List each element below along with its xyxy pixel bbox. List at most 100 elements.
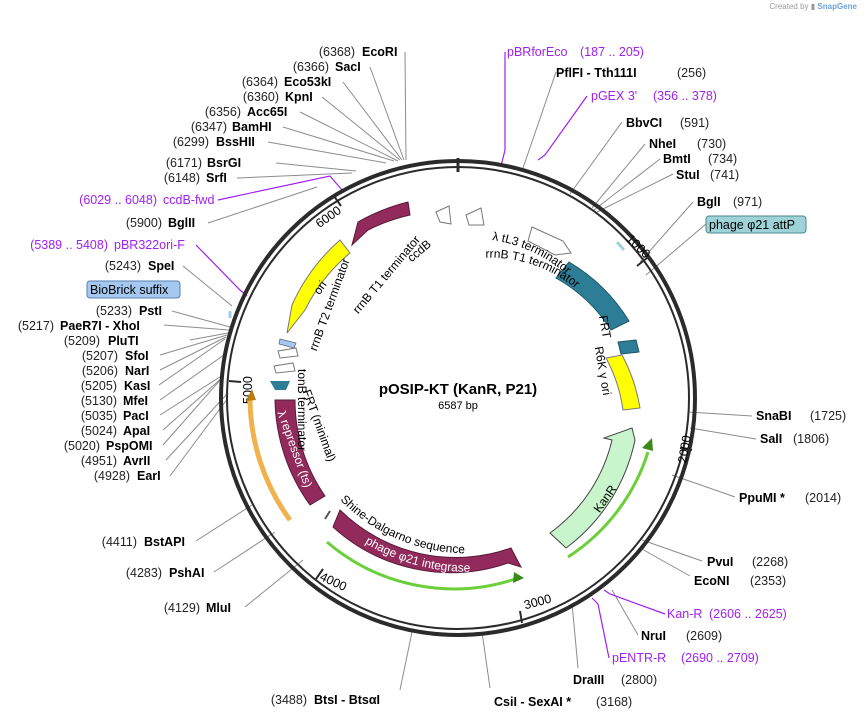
site-name: SfoI	[125, 349, 149, 363]
site-pos: (4283)	[126, 566, 162, 580]
site-pos: (5024)	[81, 424, 117, 438]
site-pos: (4411)	[102, 535, 137, 549]
site-pos: (5206)	[82, 364, 118, 378]
site-pos: (6364)	[242, 75, 278, 89]
site-name: PluTI	[108, 334, 139, 348]
site-pos: (5020)	[64, 439, 100, 453]
r6k-label: R6K γ ori	[592, 345, 614, 396]
terminator-1	[435, 205, 452, 225]
site-name: PshAI	[169, 566, 204, 580]
snapgene-credit: Created by ▮ SnapGene	[769, 2, 857, 11]
site-pos: (2353)	[750, 574, 786, 588]
plasmid-name: pOSIP-KT (KanR, P21)	[379, 381, 537, 398]
primer-name: Kan-R	[667, 607, 702, 621]
frt-small-arrow	[617, 339, 640, 355]
site-name: KasI	[124, 379, 150, 393]
site-name: PspOMI	[106, 439, 153, 453]
site-pos: (3488)	[271, 693, 307, 707]
site-pos: (741)	[710, 168, 739, 182]
site-name: DraIII	[573, 673, 604, 687]
ori-label: ori	[310, 278, 329, 297]
snapgene-logo-icon: ▮	[810, 2, 816, 11]
site-pos: (2014)	[805, 491, 841, 505]
site-name: BamHI	[232, 120, 272, 134]
site-name: Acc65I	[247, 105, 287, 119]
kanr-arrow	[549, 427, 636, 549]
site-pos: (5900)	[126, 216, 162, 230]
site-pos: (5243)	[105, 259, 141, 273]
site-name: BglII	[168, 216, 195, 230]
site-name: BtsI - BtsαI	[314, 693, 380, 707]
primer-range: (6029 .. 6048)	[79, 193, 157, 207]
site-pos: (6368)	[319, 45, 355, 59]
primer-name: ccdB-fwd	[163, 193, 214, 207]
biobrick-box: BioBrick suffix	[86, 280, 181, 299]
tl3-arrow	[527, 226, 572, 256]
site-pos: (5233)	[96, 304, 132, 318]
site-pos: (5207)	[82, 349, 118, 363]
tick-2000: 2000	[675, 434, 694, 464]
site-pos: (2609)	[686, 629, 722, 643]
site-name: PflFI - Tth111I	[556, 66, 637, 80]
plasmid-length: 6587 bp	[438, 400, 478, 412]
site-pos: (256)	[677, 66, 706, 80]
attp-label: phage φ21 attP	[709, 218, 795, 232]
tick-3000: 3000	[522, 592, 553, 613]
credit-prefix: Created by	[769, 2, 809, 11]
site-name: PvuI	[707, 555, 733, 569]
terminator-4	[273, 362, 296, 374]
site-pos: (6148)	[164, 171, 200, 185]
site-pos: (3168)	[596, 695, 632, 709]
position-ticks	[228, 195, 693, 624]
primer-name: pENTR-R	[612, 651, 666, 665]
site-name: NruI	[641, 629, 666, 643]
credit-brand: SnapGene	[817, 2, 857, 11]
site-name: BbvCI	[626, 116, 662, 130]
site-name: PstI	[139, 304, 162, 318]
site-pos: (5035)	[81, 409, 117, 423]
r6k-ori-arrow	[605, 354, 641, 411]
site-name: BssHII	[216, 135, 255, 149]
site-name: SalI	[760, 432, 782, 446]
site-name: NarI	[125, 364, 149, 378]
site-lines	[158, 51, 757, 691]
primer-name: pGEX 3'	[591, 89, 637, 103]
site-labels: (6368) EcoRI (6366) SacI (6364) Eco53kI …	[18, 45, 846, 709]
site-pos: (591)	[680, 116, 709, 130]
site-pos: (4928)	[94, 469, 130, 483]
biobrick-tick	[278, 338, 297, 349]
site-pos: (6347)	[191, 120, 227, 134]
site-pos: (4951)	[81, 454, 117, 468]
tonb-label: tonB terminator	[295, 369, 309, 451]
site-name: PacI	[123, 409, 149, 423]
integrase-arrow	[332, 509, 523, 574]
site-pos: (6299)	[173, 135, 209, 149]
frt-teal-small	[270, 381, 290, 390]
site-name: EcoRI	[362, 45, 397, 59]
site-name: BmtI	[663, 152, 691, 166]
site-name: BglI	[697, 195, 721, 209]
site-name: SnaBI	[756, 409, 791, 423]
site-name: BsrGI	[207, 156, 241, 170]
site-name: StuI	[676, 168, 700, 182]
site-pos: (4129)	[164, 601, 200, 615]
site-pos: (6356)	[205, 105, 241, 119]
primer-name: pBRforEco	[507, 45, 567, 59]
site-pos: (6366)	[293, 60, 329, 74]
site-pos: (1725)	[810, 409, 846, 423]
site-name: Eco53kI	[284, 75, 331, 89]
site-name: EcoNI	[694, 574, 729, 588]
site-pos: (734)	[708, 152, 737, 166]
site-pos: (2268)	[752, 555, 788, 569]
site-name: ApaI	[123, 424, 150, 438]
site-name: MluI	[206, 601, 231, 615]
site-pos: (5130)	[81, 394, 117, 408]
site-pos: (1806)	[793, 432, 829, 446]
site-pos: (6360)	[243, 90, 279, 104]
terminator-3	[277, 347, 299, 359]
site-name: NheI	[649, 137, 676, 151]
ccdb-arrow	[351, 201, 411, 247]
site-name: MfeI	[123, 394, 148, 408]
primer-range: (2606 .. 2625)	[709, 607, 787, 621]
